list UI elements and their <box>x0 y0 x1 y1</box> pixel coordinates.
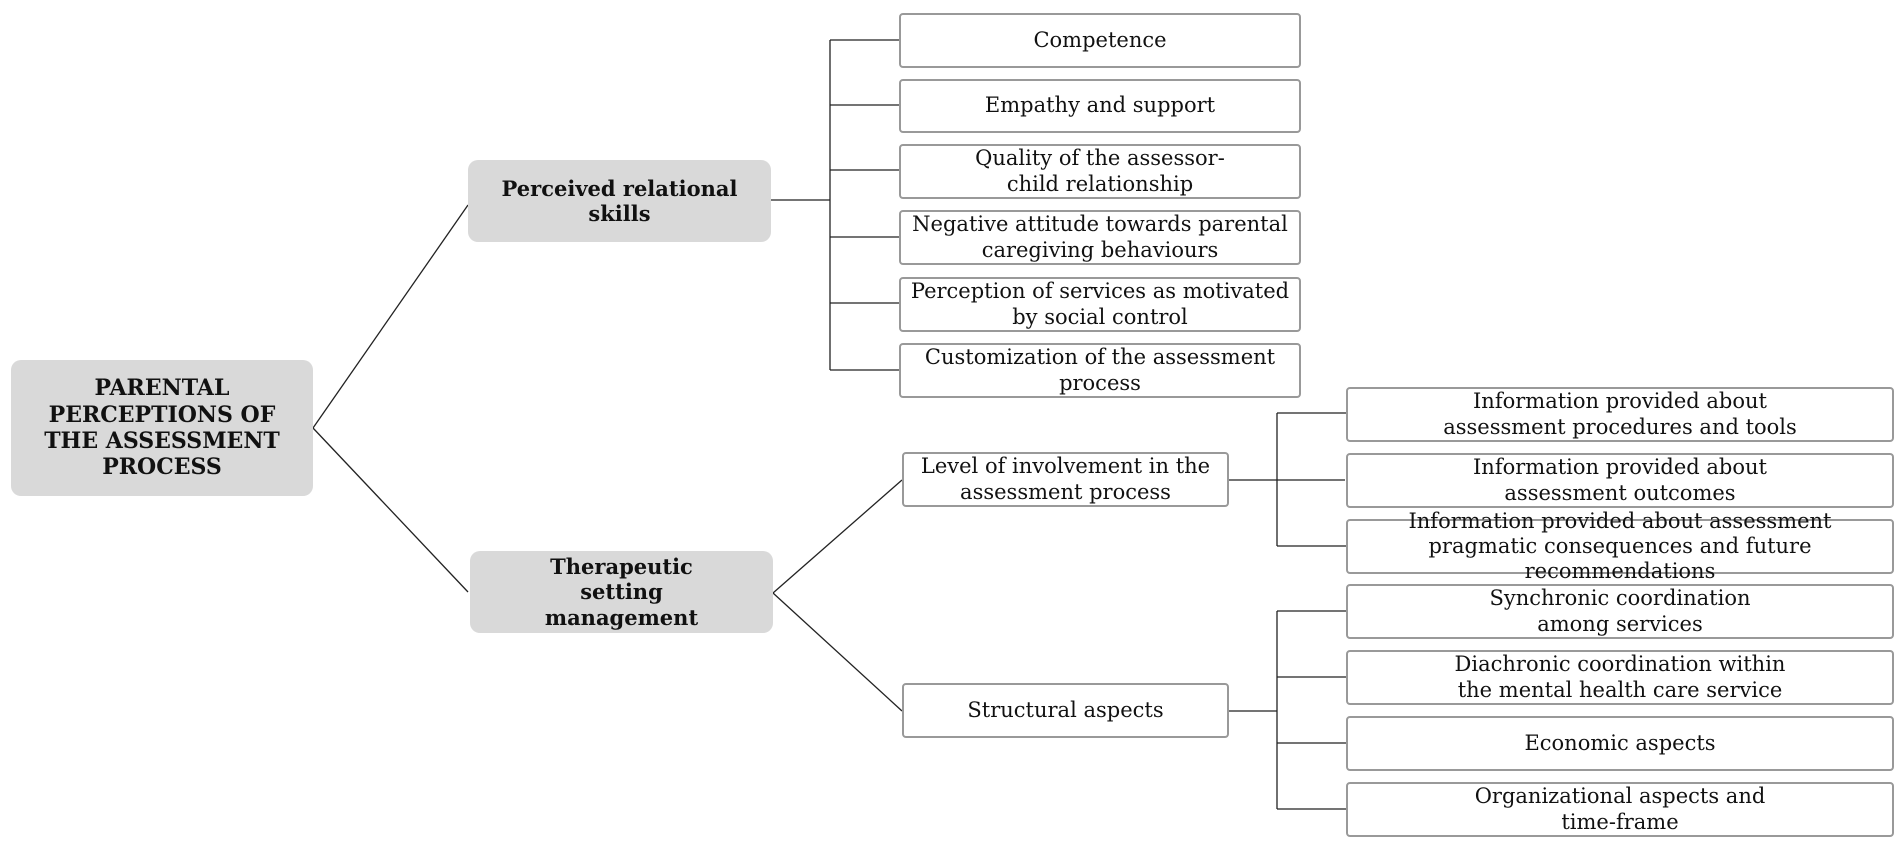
sub-label: Structural aspects <box>967 697 1164 722</box>
leaf-label: Customization of the assessment process <box>924 345 1276 395</box>
leaf-label: Perception of services as motivated by s… <box>910 279 1290 329</box>
leaf-label: Information provided about assessment ou… <box>1473 455 1767 505</box>
leaf-label: Economic aspects <box>1524 730 1716 755</box>
leaf-label: Empathy and support <box>984 93 1216 118</box>
sub-structural-aspects: Structural aspects <box>902 683 1229 738</box>
leaf-customization: Customization of the assessment process <box>899 343 1301 398</box>
leaf-label: Information provided about assessment pr… <box>1408 508 1832 584</box>
leaf-label: Information provided about assessment pr… <box>1443 389 1797 439</box>
leaf-info-outcomes: Information provided about assessment ou… <box>1346 453 1894 508</box>
leaf-social-control: Perception of services as motivated by s… <box>899 277 1301 332</box>
leaf-assessor-child-relationship: Quality of the assessor-child relationsh… <box>899 144 1301 199</box>
root-label: PARENTAL PERCEPTIONS OF THE ASSESSMENT P… <box>44 375 280 481</box>
leaf-label: Diachronic coordination within the menta… <box>1454 652 1786 702</box>
leaf-info-procedures-tools: Information provided about assessment pr… <box>1346 387 1894 442</box>
branch-perceived-relational-skills: Perceived relational skills <box>468 160 771 242</box>
sub-level-of-involvement: Level of involvement in the assessment p… <box>902 452 1229 507</box>
branch-label: Perceived relational skills <box>501 175 738 226</box>
leaf-label: Negative attitude towards parental careg… <box>912 212 1288 262</box>
leaf-label: Organizational aspects and time-frame <box>1474 784 1766 834</box>
leaf-info-pragmatic-consequences: Information provided about assessment pr… <box>1346 509 1894 583</box>
leaf-competence: Competence <box>899 13 1301 68</box>
sub-label: Level of involvement in the assessment p… <box>920 454 1211 504</box>
leaf-negative-attitude: Negative attitude towards parental careg… <box>899 210 1301 265</box>
leaf-empathy-support: Empathy and support <box>899 79 1301 133</box>
leaf-economic-aspects: Economic aspects <box>1346 716 1894 771</box>
leaf-organizational-aspects: Organizational aspects and time-frame <box>1346 782 1894 837</box>
branch-label: Therapeutic setting management <box>544 554 699 630</box>
leaf-synchronic-coordination: Synchronic coordination among services <box>1346 584 1894 639</box>
leaf-label: Synchronic coordination among services <box>1489 586 1751 636</box>
branch-therapeutic-setting-management: Therapeutic setting management <box>470 551 773 633</box>
leaf-label: Quality of the assessor-child relationsh… <box>975 146 1225 196</box>
leaf-diachronic-coordination: Diachronic coordination within the menta… <box>1346 650 1894 705</box>
root-node: PARENTAL PERCEPTIONS OF THE ASSESSMENT P… <box>11 360 313 496</box>
leaf-label: Competence <box>1033 27 1167 52</box>
